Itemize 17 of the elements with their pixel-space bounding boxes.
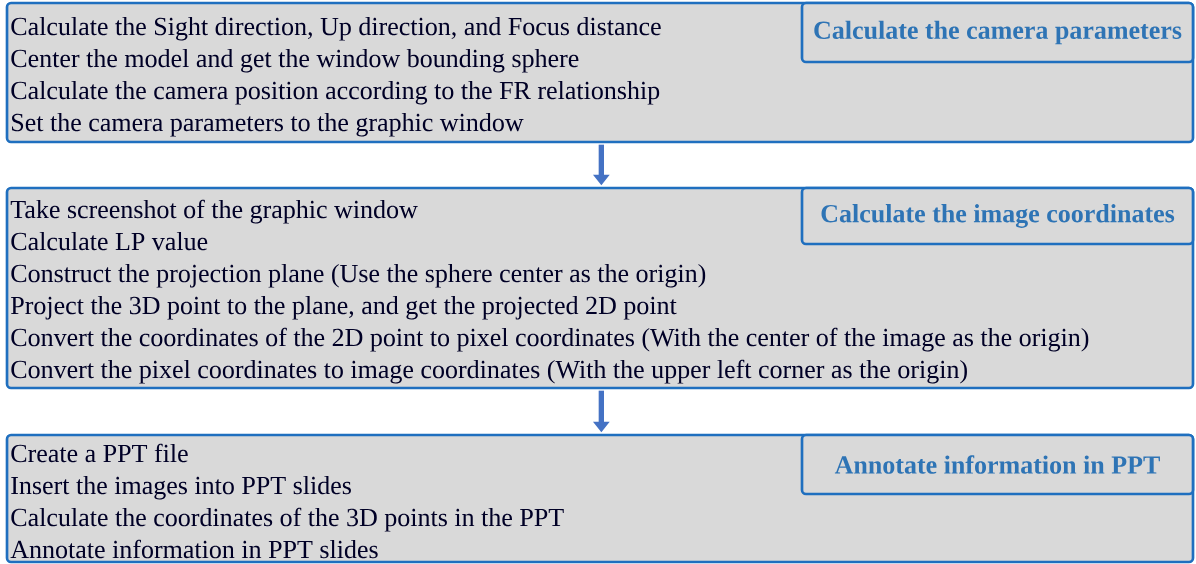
- step-text: Calculate the camera position according to the FR relationship: [11, 80, 660, 105]
- step-text: Create a PPT file: [11, 443, 188, 463]
- step-text: Annotate information in PPT slides: [10, 539, 378, 559]
- heading-box: Calculate the camera parameters: [800, 1, 1195, 64]
- step-text: Set the camera parameters to the graphic window: [12, 112, 524, 137]
- heading-box: Annotate information in PPT: [800, 433, 1195, 496]
- step-text: Center the model and get the window bounding sphere: [11, 48, 579, 73]
- step-text: Take screenshot of the graphic window: [10, 199, 418, 224]
- step-text: Convert the coordinates of the 2D point to pixel coordinates (With the center of the image as the origin): [11, 327, 1089, 352]
- step-text: Project the 3D point to the plane, and get the projected 2D point: [11, 295, 677, 320]
- heading-box: Calculate the image coordinates: [800, 186, 1195, 246]
- step-text: Insert the images into PPT slides: [11, 475, 351, 500]
- step-text: Construct the projection plane (Use the sphere center as the origin): [11, 263, 706, 288]
- step-text: Calculate the Sight direction, Up direction, and Focus distance: [11, 16, 661, 41]
- step-text: Convert the pixel coordinates to image coordinates (With the upper left corner as the origin): [11, 359, 967, 384]
- step-text: Calculate the coordinates of the 3D points in the PPT: [11, 507, 564, 532]
- step-text: Calculate LP value: [11, 231, 208, 251]
